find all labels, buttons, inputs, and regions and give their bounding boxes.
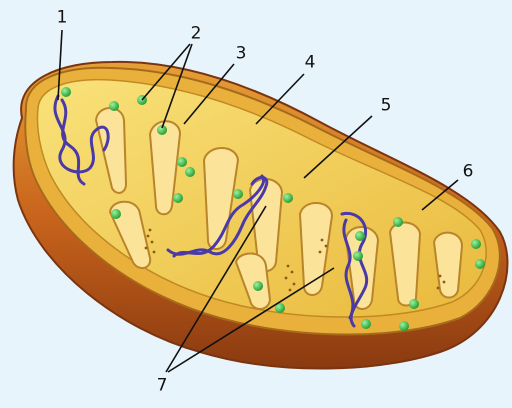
label-1: 1 [57, 10, 68, 27]
label-2: 2 [191, 26, 202, 43]
label-3: 3 [236, 46, 247, 63]
label-5: 5 [381, 98, 392, 115]
label-4: 4 [305, 55, 316, 72]
label-7: 7 [157, 378, 168, 395]
label-6: 6 [463, 164, 474, 181]
